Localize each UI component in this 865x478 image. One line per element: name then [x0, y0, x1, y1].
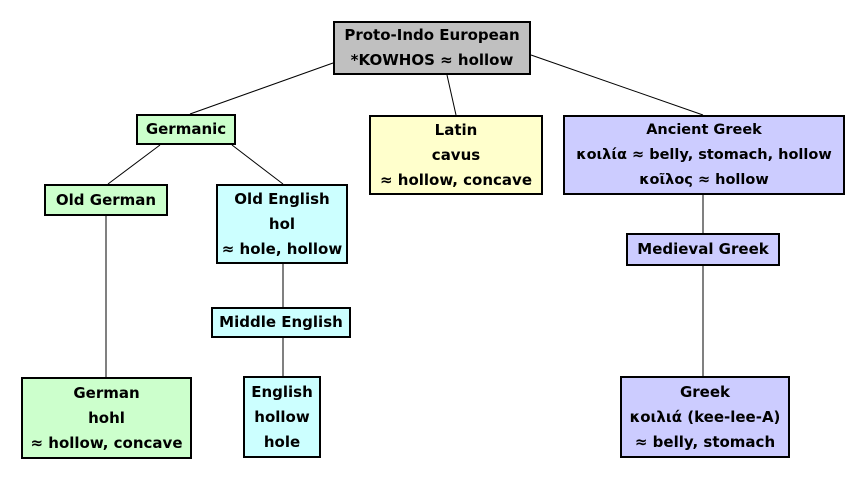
node-text: ≈ hollow, concave: [30, 433, 183, 452]
node-text: Old German: [55, 190, 157, 209]
node-text: Latin: [434, 120, 478, 139]
edge-germanic-old-german: [107, 144, 161, 185]
node-text: *KOWHOS ≈ hollow: [350, 51, 514, 69]
node-proto-indo-european: Proto-Indo European *KOWHOS ≈ hollow: [333, 21, 531, 75]
node-text: κοῖλος ≈ hollow: [639, 171, 769, 188]
node-text: English: [251, 382, 313, 401]
node-text: German: [73, 383, 140, 402]
node-english: English hollow hole: [243, 376, 321, 458]
node-text: hohl: [88, 408, 125, 427]
node-text: Middle English: [219, 313, 343, 331]
node-text: hollow: [254, 407, 310, 426]
node-text: cavus: [431, 145, 481, 164]
node-text: hole: [263, 432, 301, 451]
node-ancient-greek: Ancient Greek κοιλία ≈ belly, stomach, h…: [563, 115, 845, 195]
node-text: Greek: [679, 382, 731, 401]
node-german: German hohl ≈ hollow, concave: [21, 377, 192, 459]
node-text: hol: [268, 214, 296, 233]
node-text: Old English: [234, 189, 330, 208]
node-text: ≈ hollow, concave: [379, 170, 533, 189]
node-old-english: Old English hol ≈ hole, hollow: [216, 184, 348, 264]
edge-pie-latin: [446, 74, 457, 116]
node-greek: Greek κοιλιά (kee-lee-A) ≈ belly, stomac…: [620, 376, 790, 458]
edge-germanic-old-english: [231, 144, 284, 185]
node-text: ≈ hole, hollow: [221, 239, 343, 258]
node-text: κοιλιά (kee-lee-A): [629, 407, 781, 426]
node-text: κοιλία ≈ belly, stomach, hollow: [576, 146, 832, 163]
node-old-german: Old German: [44, 184, 168, 216]
node-medieval-greek: Medieval Greek: [626, 233, 780, 266]
edge-pie-ancient-greek: [530, 54, 704, 116]
node-text: Ancient Greek: [646, 121, 762, 138]
node-text: Germanic: [145, 120, 227, 138]
node-text: Medieval Greek: [637, 240, 769, 258]
node-germanic: Germanic: [136, 114, 236, 145]
node-text: Proto-Indo European: [344, 26, 520, 44]
node-text: ≈ belly, stomach: [634, 432, 776, 451]
node-middle-english: Middle English: [211, 307, 351, 338]
node-latin: Latin cavus ≈ hollow, concave: [369, 115, 543, 195]
edge-pie-germanic: [189, 62, 334, 115]
